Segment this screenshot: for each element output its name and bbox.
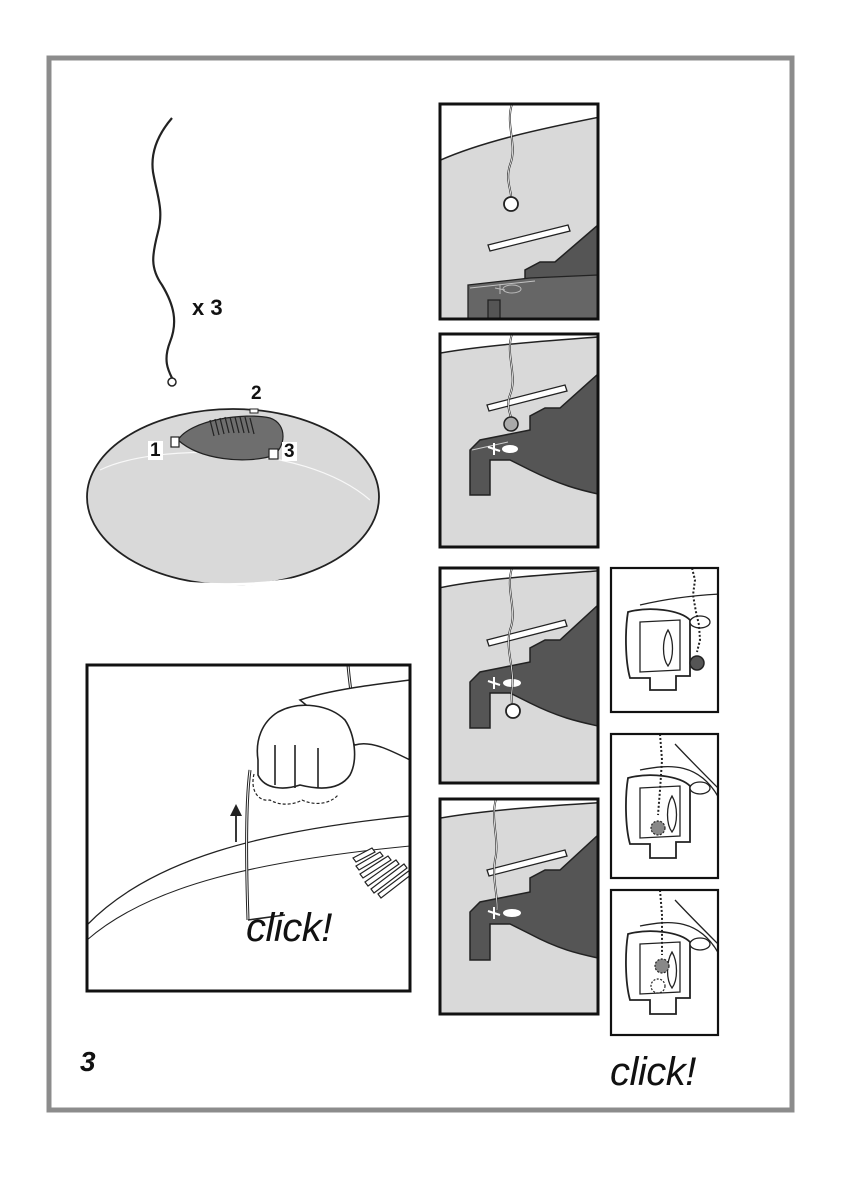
clip-detail-icon [611,734,720,878]
step-panel-1 [430,104,610,330]
step-panel-2 [430,334,610,560]
cable-icon [152,118,176,386]
hood-point-label-3: 3 [282,442,297,461]
cable-count-label: x 3 [192,297,223,319]
clip-detail-icon [611,890,720,1035]
hood-point-label-2: 2 [251,384,262,403]
step-panel-4 [430,799,610,1020]
hand-click-text: click! [246,908,332,948]
page-step-number: 3 [80,1048,96,1076]
clip-detail-icon [611,568,720,712]
clip-click-text: click! [610,1052,696,1092]
hood-icon [87,409,379,585]
step-panel-3 [430,568,610,790]
hood-point-label-1: 1 [148,441,163,460]
